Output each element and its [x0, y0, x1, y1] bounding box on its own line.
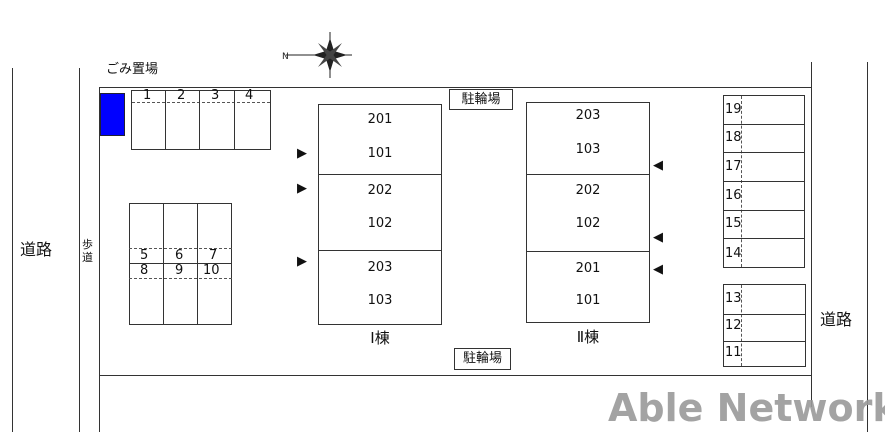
parking-space-18: 18	[725, 130, 742, 145]
parking-space-19: 19	[725, 102, 742, 117]
room-203: 203	[367, 260, 393, 275]
entrance-arrow-icon: ▶	[297, 254, 307, 269]
parking-group-11-13: 13 12 11	[723, 284, 806, 367]
entrance-arrow-icon: ▶	[297, 181, 307, 196]
parking-space-16: 16	[725, 188, 742, 203]
building-2	[526, 102, 650, 323]
room-201: 201	[575, 261, 601, 276]
building-1-label: Ⅰ棟	[370, 329, 390, 347]
sidewalk-edge	[79, 68, 80, 432]
room-203: 203	[575, 108, 601, 123]
room-201: 201	[367, 112, 393, 127]
parking-space-14: 14	[725, 246, 742, 261]
room-102: 102	[367, 216, 393, 231]
road-edge-right	[867, 62, 868, 432]
parking-space-12: 12	[725, 318, 742, 333]
entrance-arrow-icon: ◀	[653, 262, 663, 277]
parking-space-8: 8	[140, 263, 149, 278]
road-edge-left	[12, 68, 13, 432]
parking-space-17: 17	[725, 159, 742, 174]
parking-space-13: 13	[725, 291, 742, 306]
room-202: 202	[575, 183, 601, 198]
room-103: 103	[367, 293, 393, 308]
parking-space-10: 10	[203, 263, 220, 278]
entrance-arrow-icon: ◀	[653, 230, 663, 245]
room-101: 101	[367, 146, 393, 161]
parking-group-14-19: 19 18 17 16 15 14	[723, 95, 805, 268]
parking-space-7: 7	[209, 248, 218, 263]
lot-edge-right	[811, 62, 812, 407]
road-label-right: 道路	[820, 310, 853, 329]
lot-edge-top	[99, 87, 812, 88]
parking-space-1: 1	[143, 88, 152, 103]
parking-space-9: 9	[175, 263, 184, 278]
building-1	[318, 104, 442, 325]
parking-dash	[132, 102, 270, 103]
entrance-arrow-icon: ▶	[297, 146, 307, 161]
lot-edge-left	[99, 87, 100, 432]
entrance-arrow-icon: ◀	[653, 158, 663, 173]
compass-north-label: N	[282, 52, 289, 62]
parking-space-2: 2	[177, 88, 186, 103]
room-101: 101	[575, 293, 601, 308]
compass-icon: N	[282, 32, 352, 78]
building-2-label: Ⅱ棟	[576, 328, 600, 346]
road-label-left: 道路	[20, 240, 53, 259]
parking-group-5-10	[129, 203, 232, 325]
garbage-area	[100, 93, 125, 136]
parking-space-3: 3	[211, 88, 220, 103]
sidewalk-label: 歩道	[82, 238, 93, 264]
parking-space-4: 4	[245, 88, 254, 103]
watermark: Able Network	[608, 386, 885, 430]
parking-group-1-4	[131, 90, 271, 150]
garbage-label: ごみ置場	[106, 62, 159, 77]
parking-space-5: 5	[140, 248, 149, 263]
parking-space-6: 6	[175, 248, 184, 263]
bike-parking-bottom: 駐輪場	[454, 348, 511, 370]
room-102: 102	[575, 216, 601, 231]
parking-space-15: 15	[725, 216, 742, 231]
room-202: 202	[367, 183, 393, 198]
lot-edge-bottom	[99, 375, 812, 376]
bike-parking-top: 駐輪場	[449, 89, 513, 110]
room-103: 103	[575, 142, 601, 157]
parking-space-11: 11	[725, 345, 742, 360]
